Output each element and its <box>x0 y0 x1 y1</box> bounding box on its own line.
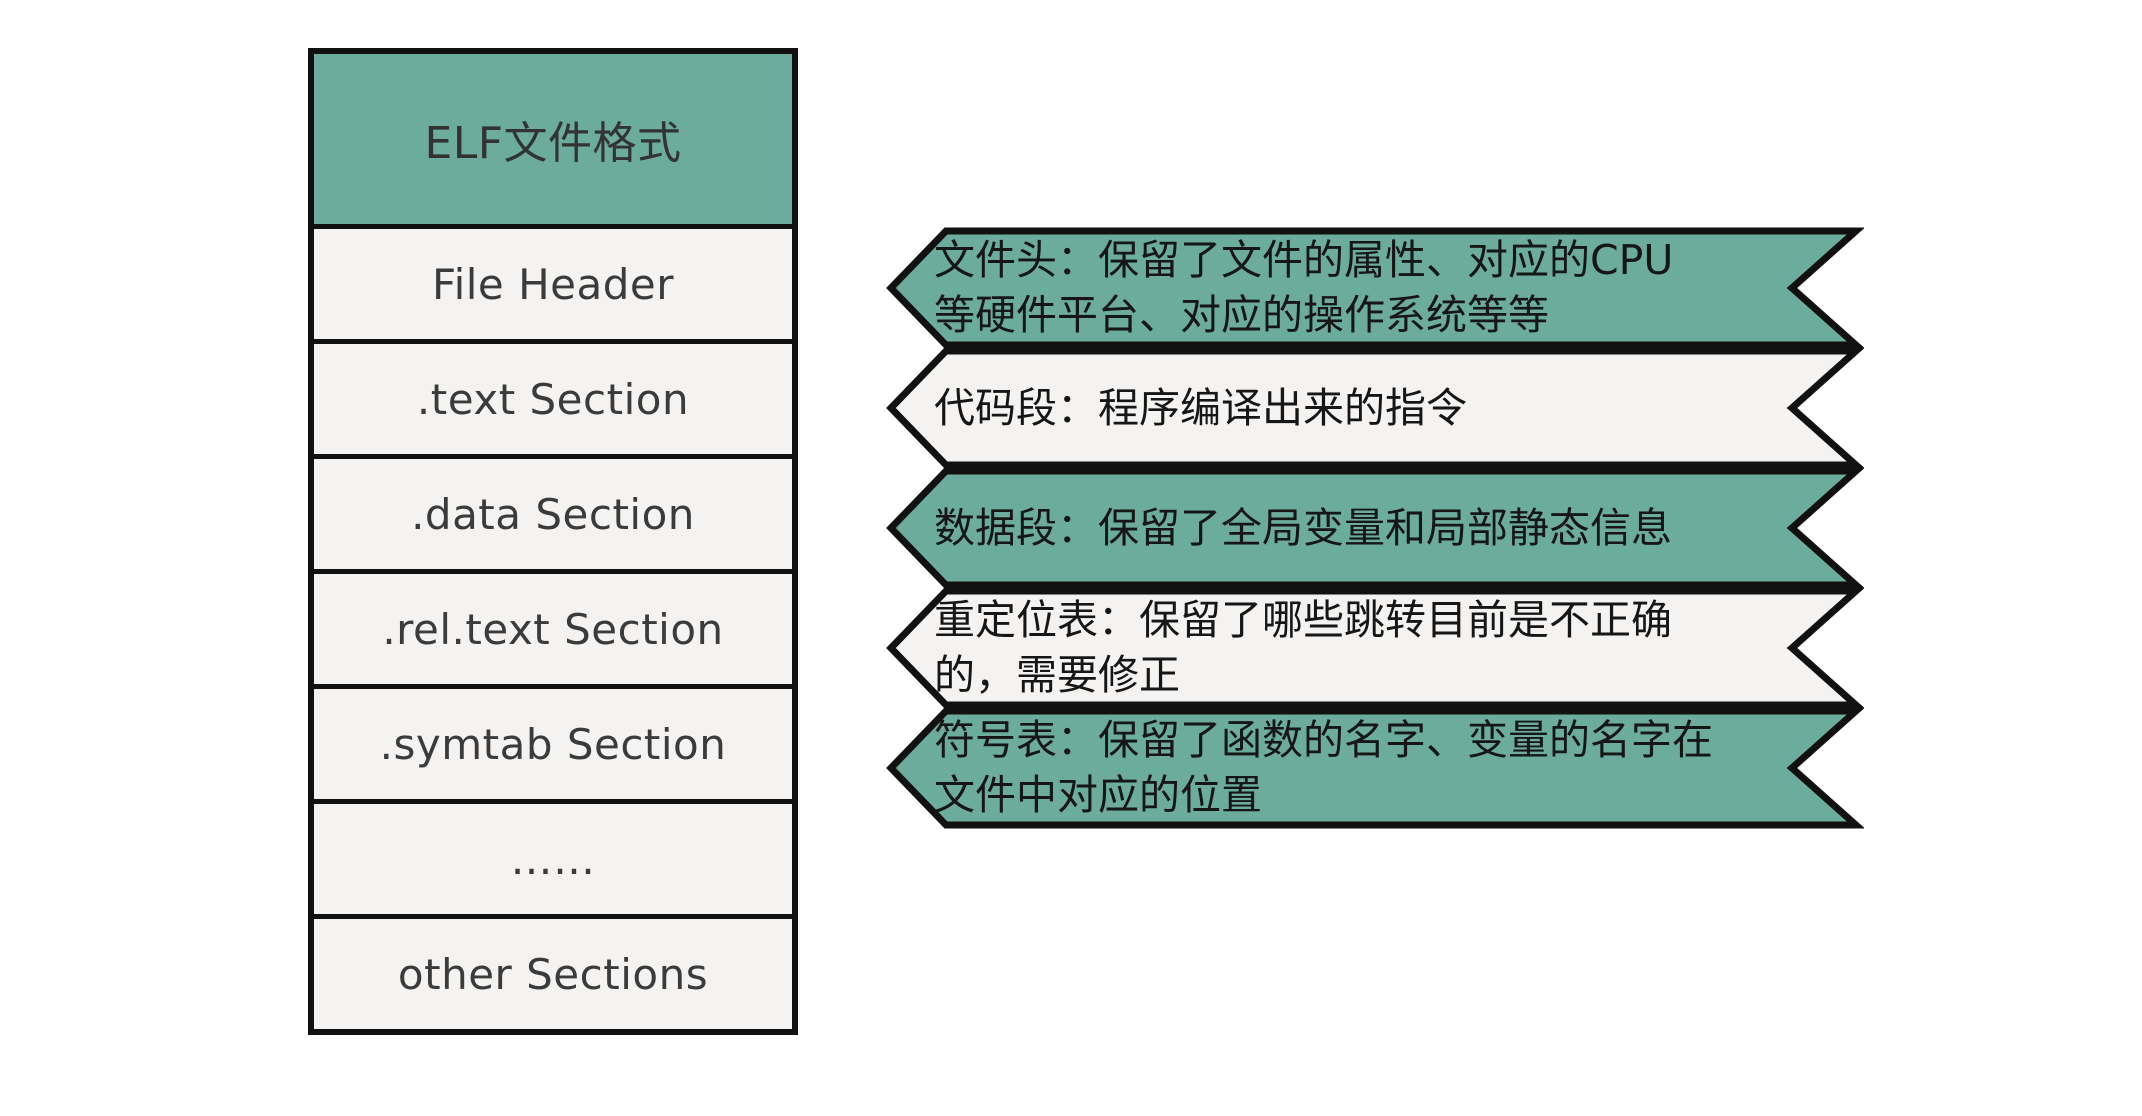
callout-line: 文件中对应的位置 <box>934 771 1262 819</box>
table-header-label: ELF文件格式 <box>424 118 682 169</box>
callout-text: 代码段：程序编译出来的指令 <box>934 346 1704 470</box>
table-row-label: …… <box>510 834 596 884</box>
callout-text: 符号表：保留了函数的名字、变量的名字在 文件中对应的位置 <box>934 706 1713 830</box>
table-row-label: File Header <box>431 259 675 309</box>
table-row-label: other Sections <box>397 949 709 999</box>
callout-line: 等硬件平台、对应的操作系统等等 <box>934 291 1549 339</box>
callout-text: 重定位表：保留了哪些跳转目前是不正确 的，需要修正 <box>934 586 1704 710</box>
callout-line: 文件头：保留了文件的属性、对应的CPU <box>934 236 1674 284</box>
ribbon-shape <box>886 587 1864 709</box>
callout-file-header: 文件头：保留了文件的属性、对应的CPU 等硬件平台、对应的操作系统等等 <box>884 226 1864 350</box>
ribbon-banner-icon <box>886 347 1864 469</box>
callout-line: 符号表：保留了函数的名字、变量的名字在 <box>934 716 1713 764</box>
table-header-elf-format: ELF文件格式 <box>314 54 792 224</box>
table-row-ellipsis: …… <box>314 799 792 914</box>
table-row-data-section: .data Section <box>314 454 792 569</box>
callout-text: 数据段：保留了全局变量和局部静态信息 <box>934 466 1704 590</box>
ribbon-shape <box>886 227 1864 349</box>
table-row-label: .symtab Section <box>379 719 727 769</box>
ribbon-shape <box>886 347 1864 469</box>
callout-line: 代码段：程序编译出来的指令 <box>934 383 1467 432</box>
elf-structure-table: ELF文件格式 File Header .text Section .data … <box>308 48 798 1035</box>
table-row-rel-text-section: .rel.text Section <box>314 569 792 684</box>
callout-line: 的，需要修正 <box>934 651 1180 699</box>
table-row-label: .rel.text Section <box>382 604 724 654</box>
ribbon-banner-icon <box>886 587 1864 709</box>
ribbon-banner-icon <box>886 227 1864 349</box>
ribbon-shape <box>886 707 1864 829</box>
ribbon-shape <box>886 467 1864 589</box>
callout-symtab-section: 符号表：保留了函数的名字、变量的名字在 文件中对应的位置 <box>884 706 1864 830</box>
callout-data-section: 数据段：保留了全局变量和局部静态信息 <box>884 466 1864 590</box>
ribbon-banner-icon <box>886 467 1864 589</box>
callout-text: 文件头：保留了文件的属性、对应的CPU 等硬件平台、对应的操作系统等等 <box>934 226 1704 350</box>
table-row-symtab-section: .symtab Section <box>314 684 792 799</box>
table-row-label: .data Section <box>411 489 695 539</box>
table-row-other-sections: other Sections <box>314 914 792 1029</box>
table-row-text-section: .text Section <box>314 339 792 454</box>
callout-line: 重定位表：保留了哪些跳转目前是不正确 <box>934 596 1672 644</box>
ribbon-banner-icon <box>886 707 1864 829</box>
table-row-file-header: File Header <box>314 224 792 339</box>
callout-text-section: 代码段：程序编译出来的指令 <box>884 346 1864 470</box>
table-row-label: .text Section <box>416 374 690 424</box>
callout-rel-text-section: 重定位表：保留了哪些跳转目前是不正确 的，需要修正 <box>884 586 1864 710</box>
callout-line: 数据段：保留了全局变量和局部静态信息 <box>934 503 1672 552</box>
